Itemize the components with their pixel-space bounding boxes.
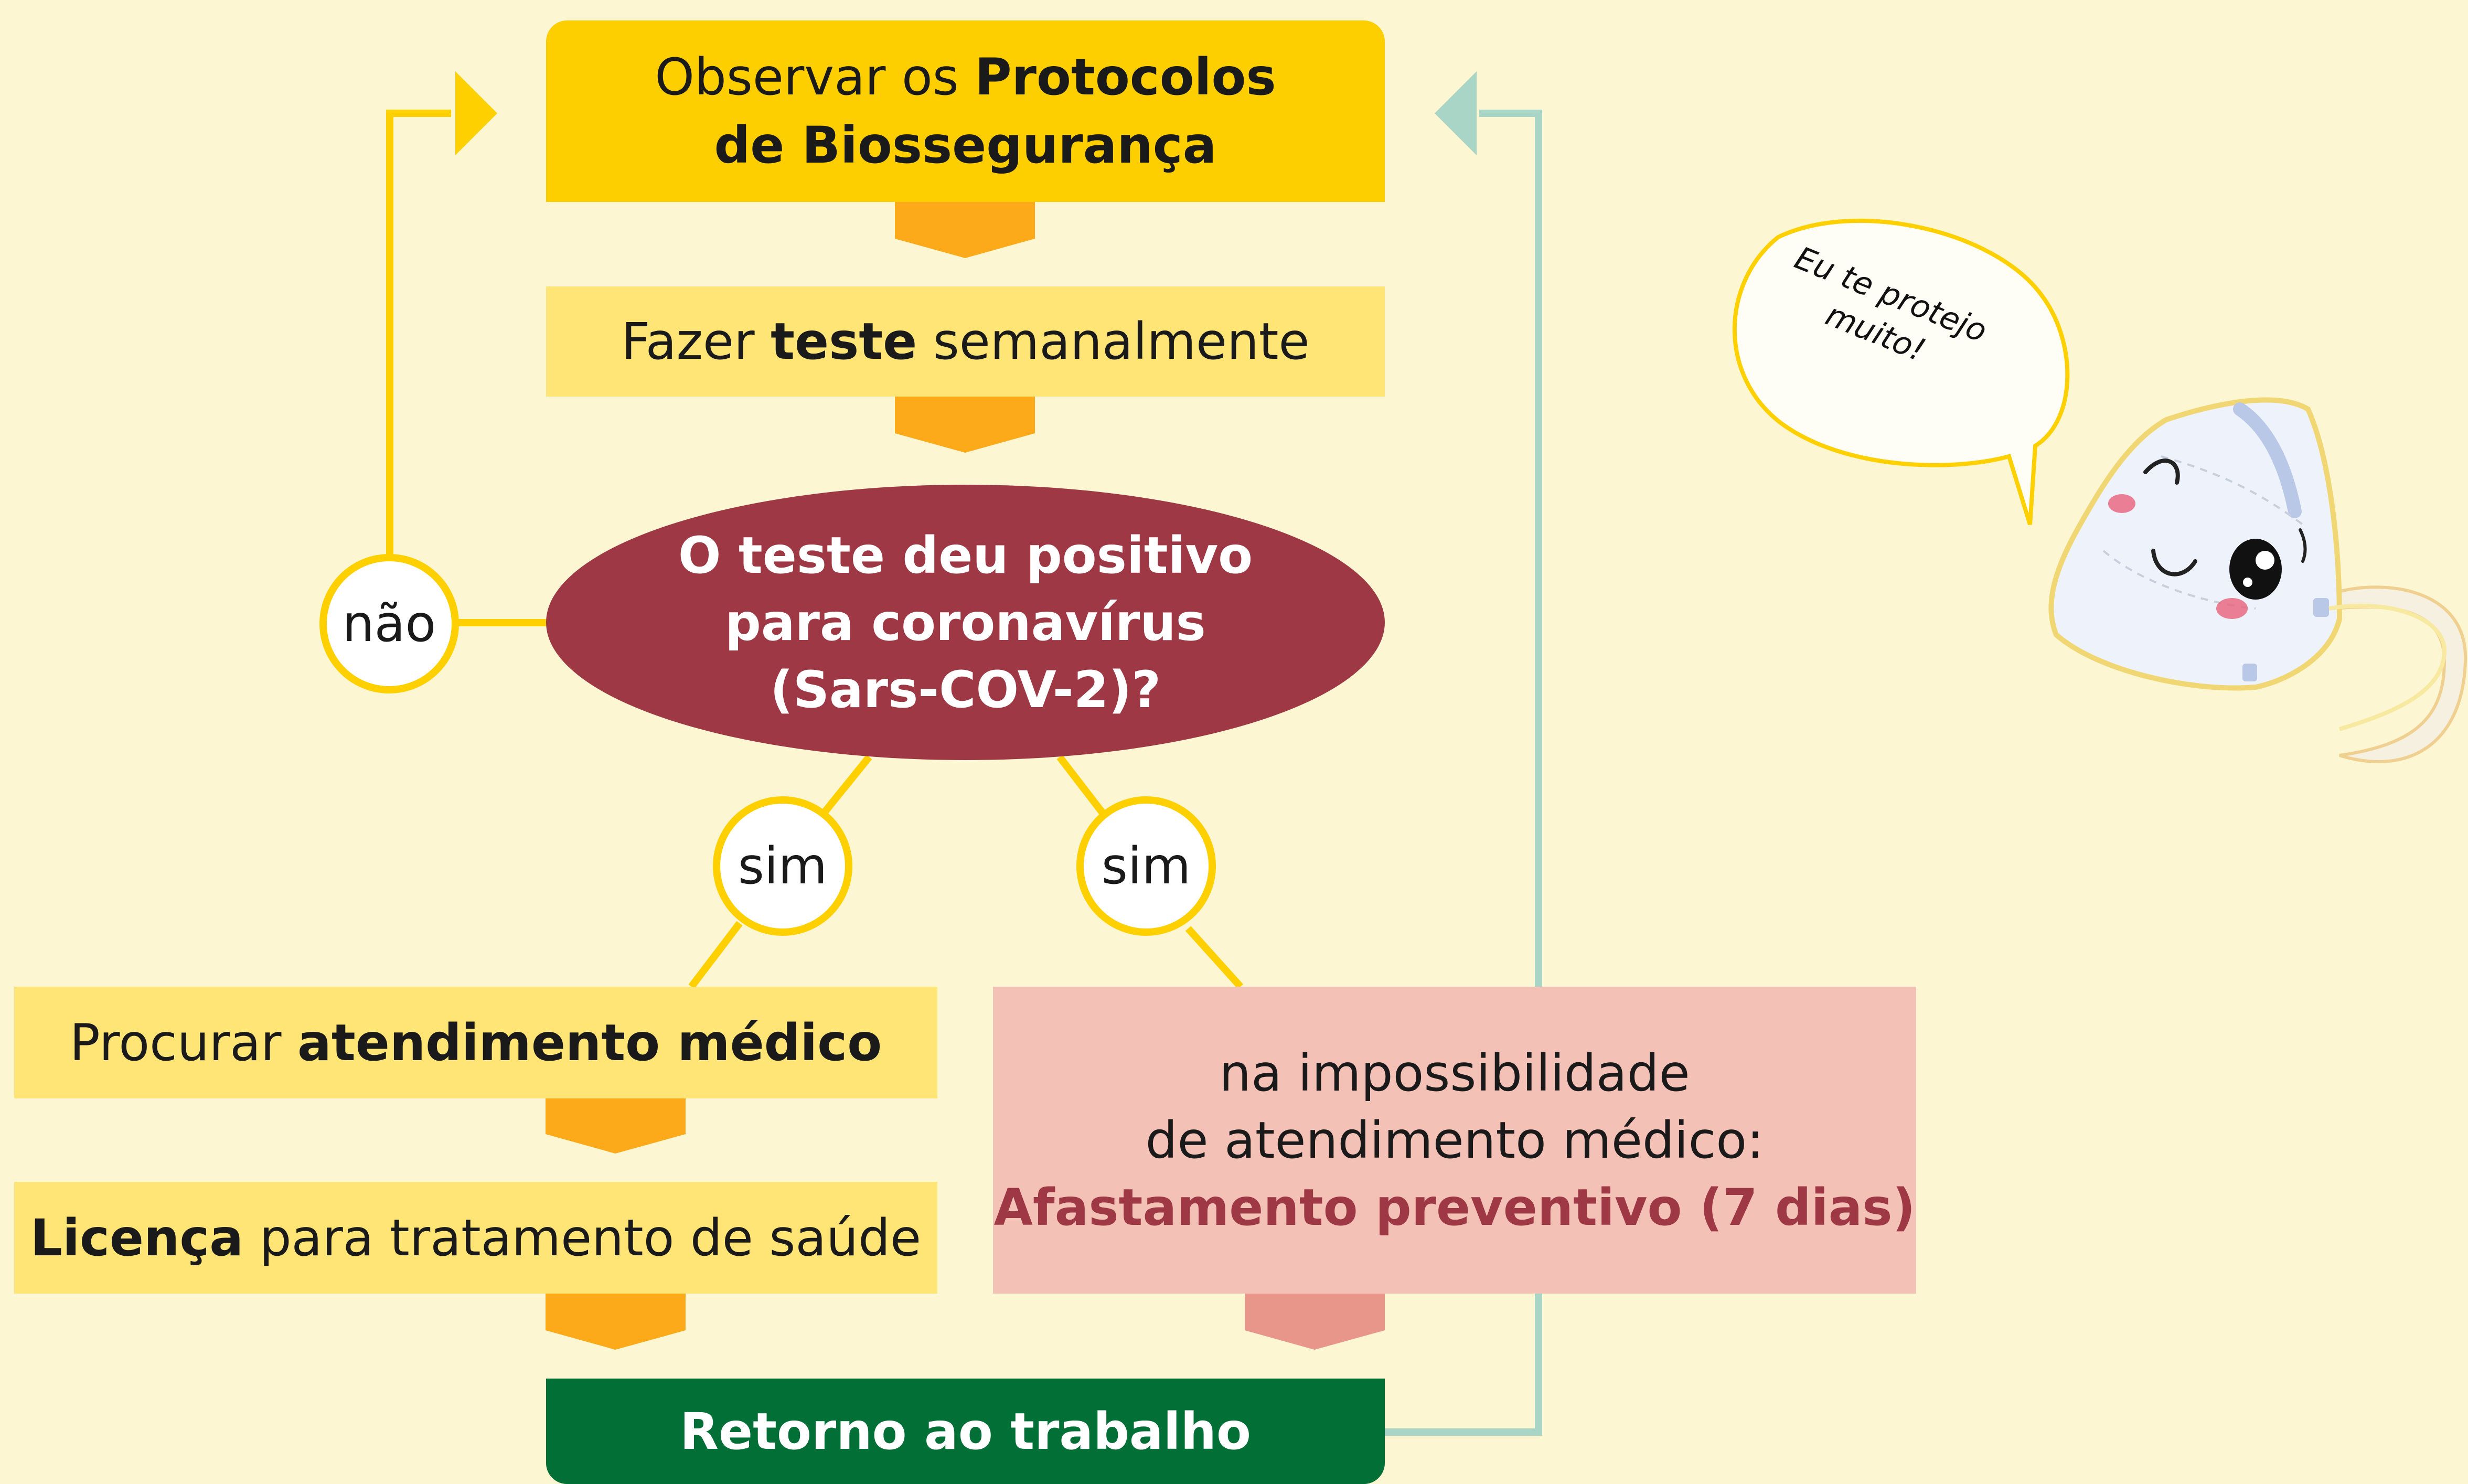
medical-care-box: Procurar atendimento médico [14,987,937,1098]
yes-left-connector-bottom [688,921,743,989]
leave-suffix: para tratamento de saúde [243,1208,922,1267]
protocols-prefix: Observar os [655,48,975,106]
chevron-arrow-leave [546,1294,686,1350]
preventive-line-1: na impossibilidade [1219,1043,1690,1103]
chevron-arrow-medical [546,1098,686,1154]
protocols-box: Observar os Protocolos de Biossegurança [546,20,1385,202]
question-line-1: O teste deu positivo [678,526,1253,585]
badge-no: não [319,554,459,693]
return-to-work-box: Retorno ao trabalho [546,1379,1385,1484]
no-loop-arrowhead [455,71,497,155]
medical-bold: atendimento médico [297,1013,882,1072]
return-loop-connector [1385,110,1542,1436]
weekly-test-bold: teste [771,312,917,371]
chevron-arrow-preventive [1245,1294,1385,1350]
protocols-line-1: Observar os Protocolos [655,43,1276,111]
weekly-test-suffix: semanalmente [917,312,1310,371]
question-line-3: (Sars-COV-2)? [770,660,1161,719]
preventive-leave-box: na impossibilidade de atendimento médico… [993,987,1916,1294]
protocols-line-2: de Biossegurança [714,116,1217,175]
yes-left-connector-top [815,754,872,823]
badge-yes-left: sim [713,796,852,936]
question-ellipse: O teste deu positivo para coronavírus (S… [546,485,1385,760]
chevron-arrow-1 [895,202,1035,258]
no-loop-connector [386,110,546,626]
weekly-test-box: Fazer teste semanalmente [546,286,1385,397]
weekly-test-prefix: Fazer [621,312,771,371]
yes-right-connector-top [1056,754,1110,821]
leave-bold: Licença [30,1208,244,1267]
health-leave-box: Licença para tratamento de saúde [14,1182,937,1294]
protocols-bold-1: Protocolos [975,48,1276,106]
chevron-arrow-2 [895,397,1035,453]
question-line-2: para coronavírus [725,593,1206,652]
preventive-line-3: Afastamento preventivo (7 dias) [993,1178,1916,1237]
mask-mascot [2048,397,2467,763]
speech-bubble [1732,218,2070,526]
badge-yes-right: sim [1076,796,1216,936]
yes-right-connector-bottom [1185,926,1244,989]
preventive-line-2: de atendimento médico: [1145,1111,1764,1170]
return-loop-arrowhead [1435,71,1477,155]
medical-prefix: Procurar [69,1013,298,1072]
